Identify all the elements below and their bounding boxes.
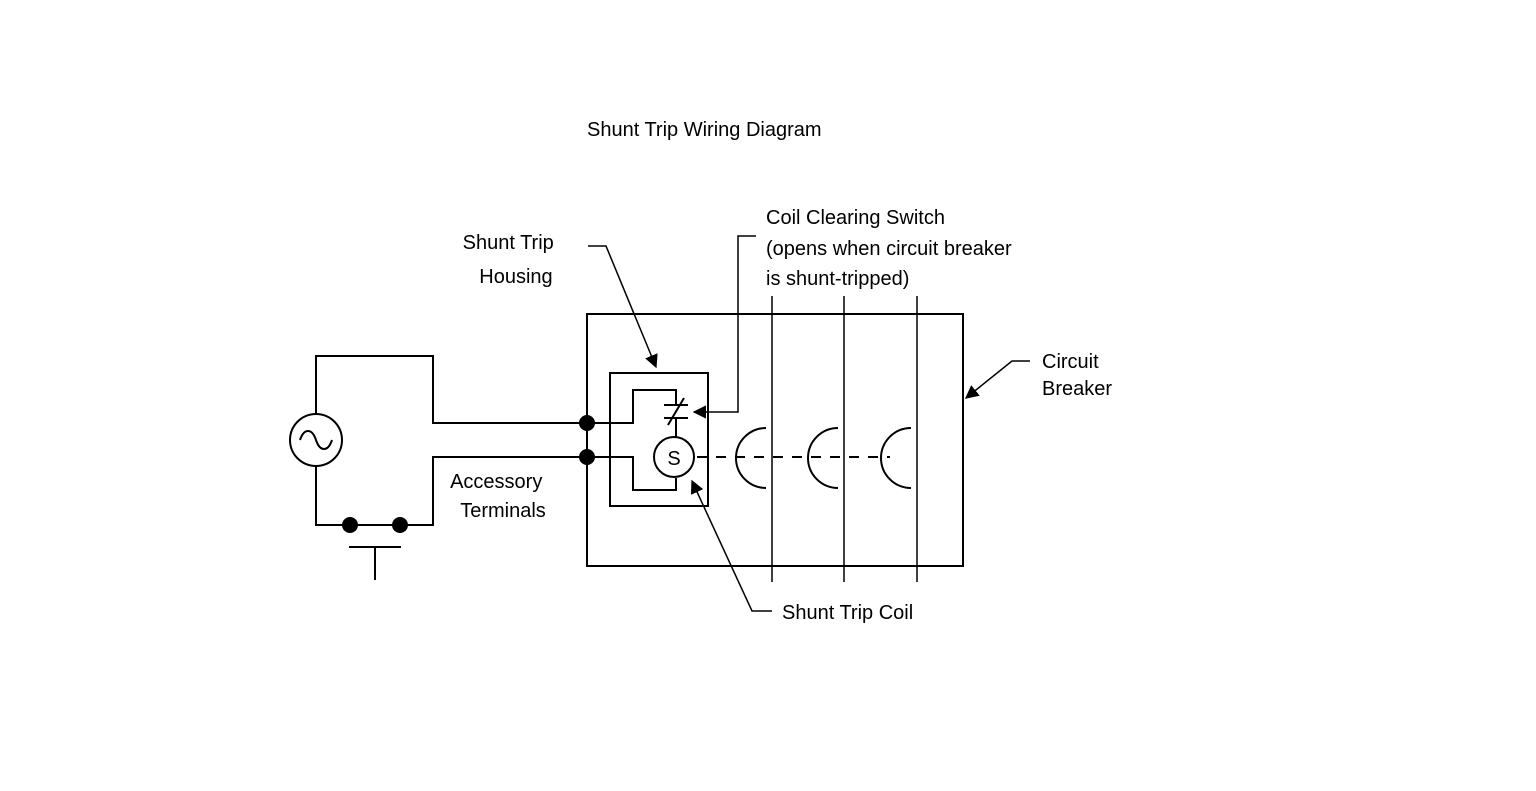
ac-sine-icon <box>299 430 333 450</box>
coil-symbol-letter: S <box>667 448 680 470</box>
supply-wire-bottom <box>315 456 587 526</box>
ac-source-symbol <box>289 413 343 467</box>
housing-inner-wire-top <box>587 389 677 424</box>
supply-wire-top <box>315 355 587 424</box>
accessory-terminal-top <box>579 415 595 431</box>
circuit-breaker-label: Circuit Breaker <box>1042 351 1112 400</box>
clearing-switch-slash <box>667 397 685 426</box>
pushbutton-terminal-right <box>392 517 408 533</box>
shunt-trip-housing-label: Shunt Trip Housing <box>463 232 560 288</box>
circuit-breaker-leader-arrow <box>964 360 1030 399</box>
accessory-terminals-label: Accessory Terminals <box>450 471 548 522</box>
breaker-contact-3 <box>880 427 912 489</box>
clearing-switch-leader-arrow <box>692 235 756 419</box>
shunt-trip-coil-label: Shunt Trip Coil <box>782 602 913 624</box>
coil-clearing-switch-label: Coil Clearing Switch (opens when circuit… <box>766 207 1017 290</box>
breaker-contact-1 <box>735 427 767 489</box>
housing-inner-wire-bottom <box>587 456 677 491</box>
pushbutton-terminal-left <box>342 517 358 533</box>
housing-leader-arrow <box>588 245 658 369</box>
shunt-trip-housing-box <box>609 372 709 507</box>
coil-leader-arrow <box>690 479 772 612</box>
diagram-title: Shunt Trip Wiring Diagram <box>587 119 822 141</box>
breaker-contact-2 <box>807 427 839 489</box>
accessory-terminal-bottom <box>579 449 595 465</box>
circuit-breaker-box <box>586 313 964 567</box>
shunt-trip-coil-symbol <box>653 436 695 478</box>
